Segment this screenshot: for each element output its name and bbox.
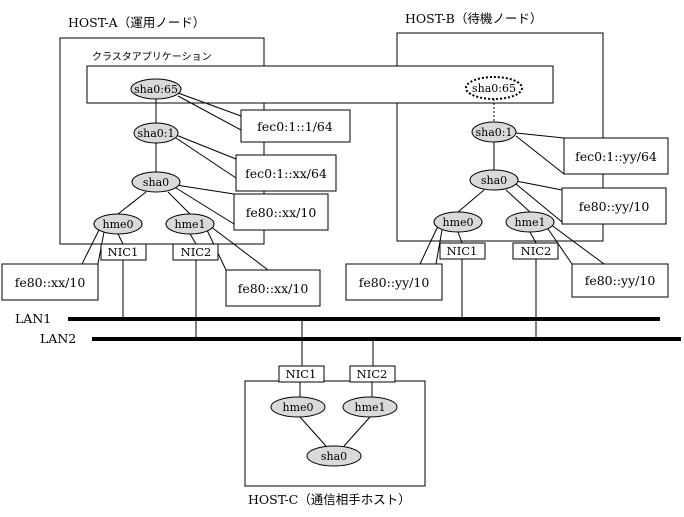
c-sha0-label: sha0 (321, 450, 347, 463)
b-sha0-1-address-box (563, 137, 669, 175)
b-hme1-leader-2 (549, 223, 605, 265)
a-nic1-box (100, 243, 147, 261)
b-hme0-leader-2 (435, 229, 443, 265)
b-hme0-address-box (345, 263, 443, 301)
host-b-title: HOST-B（待機ノード） (405, 11, 542, 26)
b-hme0-node (433, 211, 483, 233)
c-nic1-label: NIC1 (286, 367, 317, 381)
lan1-label: LAN1 (15, 311, 51, 326)
a-sha0-65-leader (177, 92, 242, 117)
c-nic2-label: NIC2 (357, 367, 388, 381)
b-hme1-to-nic2-link (529, 231, 537, 244)
b-sha0-address-box (561, 187, 667, 225)
a-nic1-label: NIC1 (108, 245, 139, 259)
cluster-application-label: クラスタアプリケーション (92, 51, 212, 63)
a-nic2-box (172, 243, 219, 261)
b-sha0-leader-2 (515, 183, 563, 223)
b-sha0-65-label: sha0:65 (472, 82, 516, 95)
b-sha0-1-leader-2 (515, 135, 565, 175)
a-sha0-1-node (133, 122, 179, 144)
a-hme1-address: fe80::xx/10 (238, 281, 309, 296)
a-hme0-leader (81, 227, 101, 265)
a-sha0-label: sha0 (143, 176, 169, 189)
a-sha0-to-hme0-link (117, 191, 147, 215)
host-c-title: HOST-C（通信相手ホスト） (248, 492, 411, 507)
b-sha0-label: sha0 (481, 174, 507, 187)
b-hme1-node (505, 211, 555, 233)
c-hme1-node (342, 396, 398, 418)
b-nic1-box (439, 242, 486, 260)
a-sha0-leader-2 (175, 187, 235, 225)
a-hme0-address-box (1, 263, 99, 301)
b-sha0-65-node (465, 76, 523, 100)
b-hme0-leader (419, 225, 439, 265)
a-sha0-to-hme1-link (167, 191, 191, 215)
a-sha0-1-address-box (235, 154, 337, 192)
a-sha0-address-box (233, 193, 329, 231)
c-nic1-box (278, 365, 325, 383)
a-hme1-label: hme1 (174, 218, 205, 231)
c-hme1-label: hme1 (354, 401, 385, 414)
b-nic2-label: NIC2 (521, 244, 552, 258)
a-hme1-address-box (225, 269, 321, 307)
a-hme0-label: hme0 (102, 218, 133, 231)
a-sha0-1-leader (175, 134, 237, 160)
a-sha0-1-leader-2 (175, 137, 237, 179)
c-hme0-to-sha0-link (299, 416, 327, 447)
b-sha0-node (469, 169, 519, 191)
a-sha0-1-label: sha0:1 (138, 127, 175, 140)
b-sha0-1-leader (515, 132, 565, 139)
a-sha0-65-address-box (240, 109, 351, 143)
a-nic2-label: NIC2 (181, 245, 212, 259)
b-hme1-label: hme1 (514, 216, 545, 229)
a-hme1-node (165, 213, 215, 235)
b-sha0-address: fe80::yy/10 (579, 199, 650, 214)
a-sha0-65-node (130, 78, 182, 100)
b-hme1-leader (545, 225, 573, 265)
b-hme0-address: fe80::yy/10 (359, 275, 430, 290)
a-sha0-node (131, 171, 181, 193)
b-sha0-to-hme0-link (457, 189, 485, 213)
a-sha0-65-address: fec0:1::1/64 (257, 119, 333, 134)
a-sha0-leader (175, 184, 235, 195)
b-nic1-label: NIC1 (447, 244, 478, 258)
host-c-box (244, 380, 426, 487)
a-hme0-node (93, 213, 143, 235)
b-sha0-1-label: sha0:1 (476, 126, 513, 139)
b-nic2-box (512, 242, 559, 260)
a-hme1-to-nic2-link (189, 233, 197, 245)
b-hme0-to-nic1-link (457, 231, 463, 244)
a-hme0-address: fe80::xx/10 (15, 275, 86, 290)
lan2-label: LAN2 (40, 331, 76, 346)
a-sha0-65-label: sha0:65 (134, 83, 178, 96)
b-sha0-to-hme1-link (505, 189, 531, 213)
a-sha0-address: fe80::xx/10 (246, 205, 317, 220)
c-sha0-node (306, 445, 362, 467)
c-hme0-label: hme0 (282, 401, 313, 414)
a-sha0-1-address: fec0:1::xx/64 (245, 166, 327, 181)
c-hme0-node (270, 396, 326, 418)
b-sha0-leader (515, 180, 563, 191)
c-nic2-box (349, 365, 396, 383)
b-hme0-label: hme0 (442, 216, 473, 229)
a-hme1-leader-2 (209, 225, 269, 271)
b-sha0-1-address: fec0:1::yy/64 (575, 149, 657, 164)
a-hme0-to-nic1-link (117, 233, 124, 245)
a-sha0-65-leader-2 (177, 95, 242, 131)
c-hme1-to-sha0-link (343, 416, 371, 447)
b-sha0-1-node (471, 121, 517, 143)
b-hme1-address: fe80::yy/10 (585, 273, 656, 288)
b-hme1-address-box (571, 263, 669, 298)
host-a-title: HOST-A（運用ノード） (68, 15, 205, 30)
